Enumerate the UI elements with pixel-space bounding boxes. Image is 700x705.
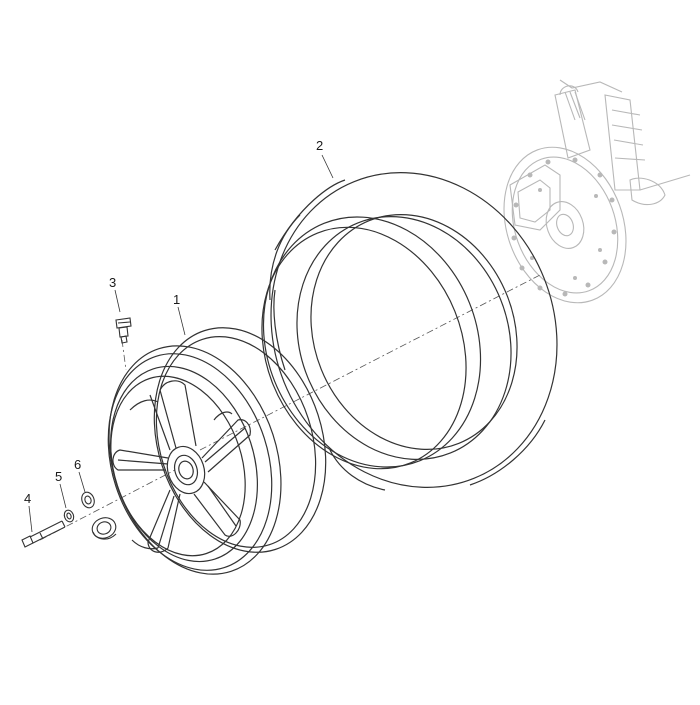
wheel-rim bbox=[107, 327, 327, 575]
tyre-valve bbox=[115, 317, 132, 344]
assembly-axis-lines bbox=[39, 274, 541, 541]
tyre bbox=[261, 172, 558, 491]
brake-disc-assembly bbox=[503, 79, 691, 304]
washer bbox=[63, 509, 75, 523]
callout-leaders bbox=[28, 154, 334, 533]
callout-3: 3 bbox=[109, 275, 117, 290]
axle-bolt bbox=[21, 520, 66, 548]
callout-6: 6 bbox=[74, 457, 82, 472]
callout-4: 4 bbox=[24, 491, 32, 506]
disc-vent-holes bbox=[511, 157, 617, 297]
callout-1: 1 bbox=[173, 292, 181, 307]
hub-cap bbox=[91, 517, 117, 540]
callout-5: 5 bbox=[55, 469, 63, 484]
callout-2: 2 bbox=[316, 138, 324, 153]
nut bbox=[81, 491, 95, 509]
